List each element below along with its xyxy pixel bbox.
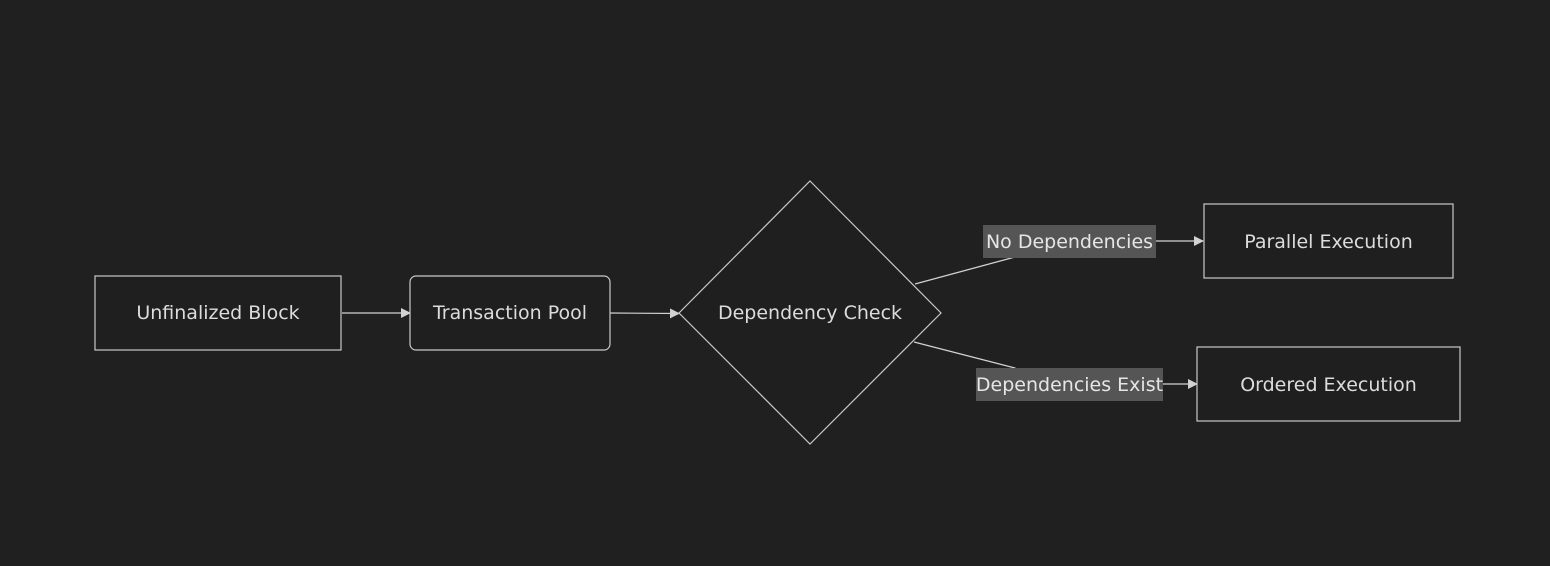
edge-label-dependencies-exist-text: Dependencies Exist	[976, 374, 1163, 396]
node-transaction-pool: Transaction Pool	[409, 275, 611, 351]
node-parallel-execution-label: Parallel Execution	[1244, 231, 1413, 253]
node-dependency-check: Dependency Check	[678, 180, 942, 445]
edge-label-no-dependencies-text: No Dependencies	[986, 231, 1153, 253]
node-parallel-execution: Parallel Execution	[1203, 203, 1454, 279]
edge-pool-to-check	[609, 308, 680, 319]
node-dependency-check-label: Dependency Check	[718, 302, 902, 324]
edge-label-no-dependencies: No Dependencies	[983, 225, 1156, 258]
node-ordered-execution-label: Ordered Execution	[1240, 374, 1417, 396]
node-transaction-pool-label: Transaction Pool	[432, 302, 587, 324]
node-unfinalized-block: Unfinalized Block	[94, 275, 342, 351]
node-ordered-execution: Ordered Execution	[1196, 346, 1461, 422]
node-unfinalized-block-label: Unfinalized Block	[136, 302, 299, 324]
edge-label-dependencies-exist: Dependencies Exist	[976, 368, 1163, 401]
